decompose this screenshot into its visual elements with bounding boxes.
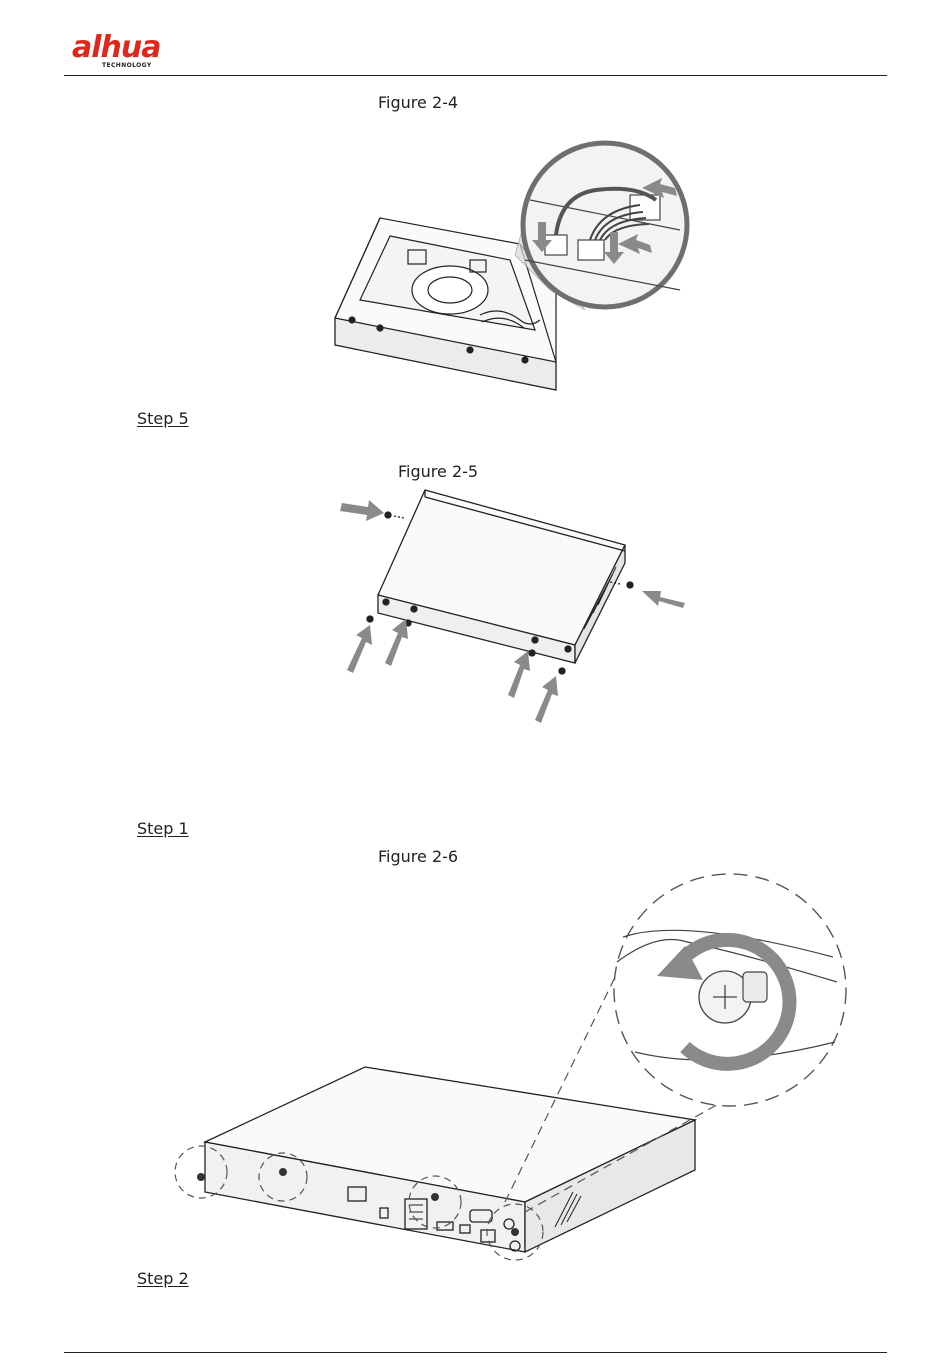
figure-2-6-illustration xyxy=(165,872,865,1262)
step-5-label: Step 5 xyxy=(137,409,189,428)
figure-2-5-illustration xyxy=(330,485,700,725)
figure-2-4-caption: Figure 2-4 xyxy=(378,93,458,112)
header-divider xyxy=(64,75,887,76)
figure-2-4-illustration xyxy=(320,140,700,410)
step-1-label: Step 1 xyxy=(137,819,189,838)
step-2-label: Step 2 xyxy=(137,1269,189,1288)
brand-logo: alhua TECHNOLOGY xyxy=(72,28,192,74)
figure-2-5-caption: Figure 2-5 xyxy=(398,462,478,481)
footer-divider xyxy=(64,1352,887,1353)
figure-2-6-caption: Figure 2-6 xyxy=(378,847,458,866)
brand-subtitle: TECHNOLOGY xyxy=(102,62,152,69)
